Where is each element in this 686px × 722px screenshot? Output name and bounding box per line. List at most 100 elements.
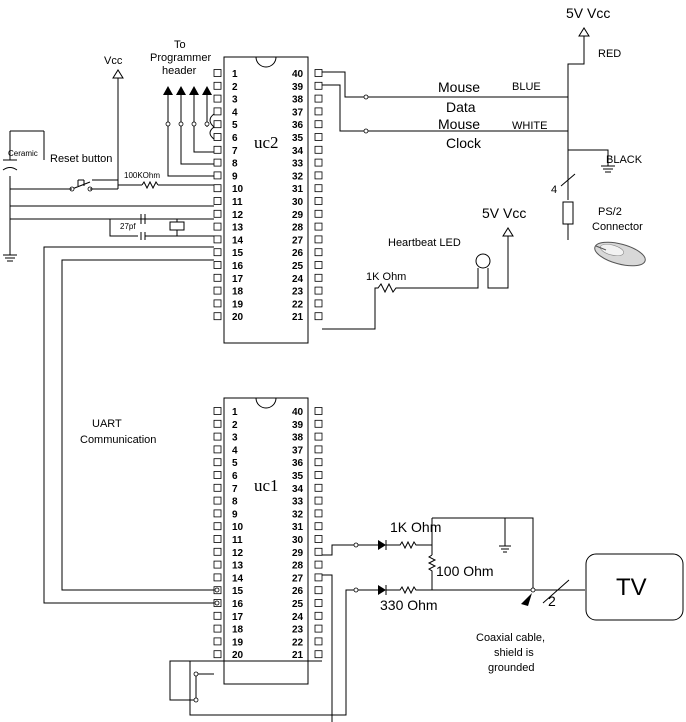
- ceramic-capacitor: [2, 159, 18, 171]
- pin-number: 15: [232, 586, 244, 597]
- pin-right-21: [314, 312, 323, 321]
- pin-right-34: [314, 483, 323, 492]
- pin-right-22: [314, 299, 323, 308]
- pin-right-39: [314, 81, 323, 90]
- chip-uc1: uc11234567891011121314151617181920403938…: [213, 397, 323, 685]
- pin-number: 3: [232, 433, 238, 444]
- pin-number: 14: [232, 573, 244, 584]
- black-label: BLACK: [606, 154, 643, 166]
- pin-left-20: [213, 312, 222, 321]
- pin-number: 14: [232, 235, 244, 246]
- pin-number: 21: [292, 312, 304, 323]
- pin-left-12: [213, 547, 222, 556]
- chip-notch: [255, 56, 277, 68]
- pin-number: 8: [232, 497, 238, 508]
- pin-left-15: [213, 248, 222, 257]
- resistor-100-label: 100 Ohm: [436, 563, 494, 579]
- pin-number: 18: [232, 625, 244, 636]
- pin-right-24: [314, 273, 323, 282]
- pin-right-37: [314, 445, 323, 454]
- pin-number: 31: [292, 522, 304, 533]
- pin-left-1: [213, 69, 222, 77]
- coax-label-3: grounded: [488, 662, 535, 674]
- pin-number: 8: [232, 159, 238, 170]
- pin-right-26: [314, 586, 323, 595]
- gnd-symbol-left: [3, 254, 17, 262]
- pin-right-34: [314, 145, 323, 154]
- pin-right-30: [314, 535, 323, 543]
- chip-uc2: uc21234567891011121314151617181920403938…: [213, 56, 323, 344]
- bus-count-2-label: 2: [548, 593, 556, 609]
- pin-number: 27: [292, 235, 304, 246]
- pin-left-3: [213, 432, 222, 441]
- pin-right-37: [314, 107, 323, 116]
- pin-right-35: [314, 133, 323, 141]
- heartbeat-led-label: Heartbeat LED: [388, 237, 461, 249]
- pin-number: 40: [292, 69, 304, 80]
- wire-gnd-bus: [10, 131, 214, 220]
- ps2-connector-box: [562, 201, 574, 225]
- pin-number: 19: [232, 299, 244, 310]
- pin-left-9: [213, 171, 222, 180]
- wire-uart-a: [43, 246, 214, 604]
- pin-number: 37: [292, 445, 304, 456]
- pin-number: 30: [292, 197, 304, 208]
- mouse-data-label-1: Mouse: [438, 79, 480, 95]
- pin-number: 36: [292, 458, 304, 469]
- pin-number: 24: [292, 274, 304, 285]
- pin-right-38: [314, 94, 323, 103]
- uart-label-1: UART: [92, 418, 122, 430]
- pin-left-20: [213, 650, 222, 659]
- pin-right-29: [314, 209, 323, 218]
- pin-number: 10: [232, 522, 244, 533]
- pin-number: 29: [292, 210, 304, 221]
- pin-left-3: [213, 94, 222, 103]
- pin-left-19: [213, 637, 222, 646]
- to-label: To: [174, 39, 186, 51]
- pin-right-33: [314, 496, 323, 505]
- programmer-label: Programmer: [150, 52, 211, 64]
- wire-mouse-clock: [322, 84, 568, 132]
- wire-5v-red: [567, 36, 585, 200]
- pin-left-13: [213, 222, 222, 231]
- pin-number: 23: [292, 287, 304, 298]
- pin-left-12: [213, 209, 222, 218]
- pin-number: 13: [232, 223, 244, 234]
- pin-left-16: [213, 261, 222, 269]
- pin-number: 5: [232, 458, 238, 469]
- pin-left-8: [213, 158, 222, 167]
- pin-number: 23: [292, 625, 304, 636]
- pin-left-2: [213, 81, 222, 90]
- pin-left-11: [213, 197, 222, 205]
- chip-body: [223, 397, 309, 685]
- pin-left-18: [213, 624, 222, 633]
- wire-mouse-data: [322, 71, 568, 98]
- pin-number: 19: [232, 637, 244, 648]
- tv-output-network: [169, 517, 585, 722]
- ceramic-label: Ceramic: [8, 149, 38, 158]
- mouse-clock-label-2: Clock: [446, 135, 482, 151]
- cap-27p-label: 27pf: [120, 222, 136, 231]
- pin-left-9: [213, 509, 222, 518]
- pin-number: 6: [232, 471, 238, 482]
- pin-number: 31: [292, 184, 304, 195]
- pin-number: 15: [232, 248, 244, 259]
- pin-right-33: [314, 158, 323, 167]
- chip-label: uc2: [254, 133, 279, 152]
- pin-left-2: [213, 419, 222, 428]
- pin-number: 11: [232, 535, 243, 546]
- reset-button-switch: [71, 179, 91, 190]
- pin-number: 28: [292, 223, 304, 234]
- pin-number: 32: [292, 509, 304, 520]
- pin-number: 27: [292, 573, 304, 584]
- pin-number: 29: [292, 548, 304, 559]
- pin-right-21: [314, 650, 323, 659]
- connector-label: Connector: [592, 221, 643, 233]
- pin-right-22: [314, 637, 323, 646]
- pin-right-23: [314, 624, 323, 633]
- pin-left-10: [213, 184, 222, 193]
- bus-count-4-label: 4: [551, 184, 557, 196]
- mouse-icon: [594, 241, 646, 267]
- pin-left-4: [213, 107, 222, 116]
